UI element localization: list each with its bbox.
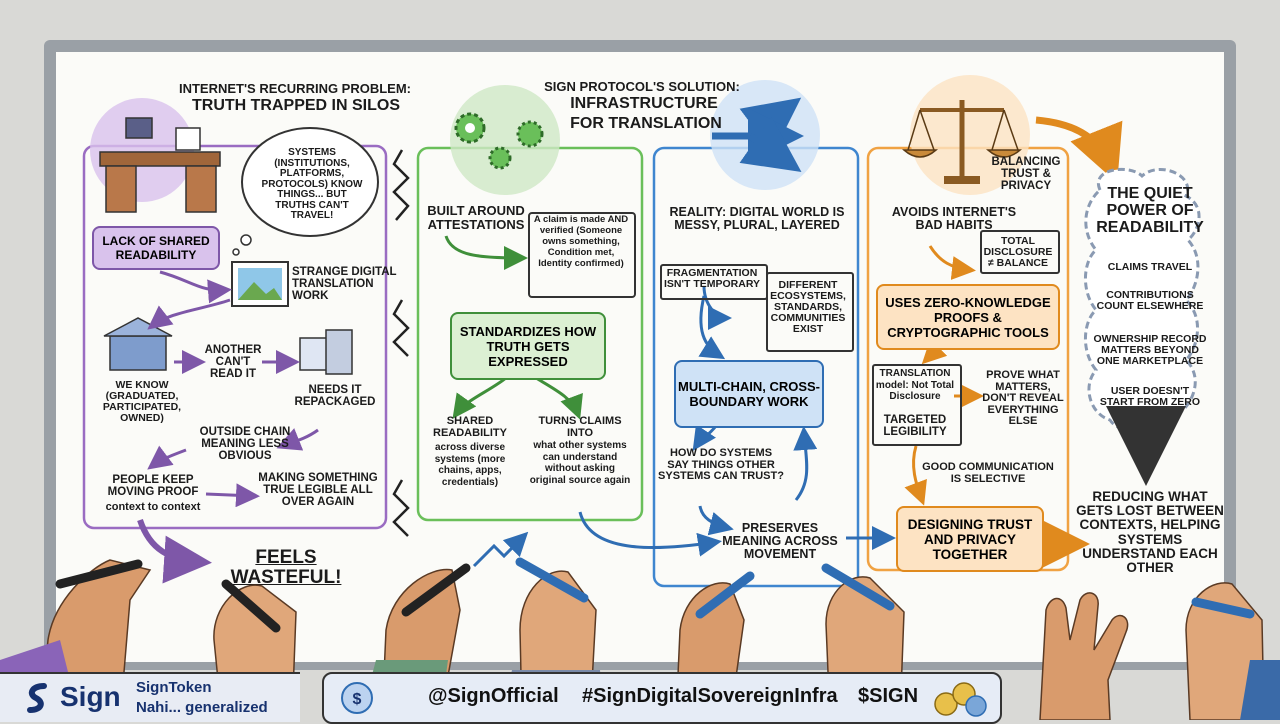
preserves-meaning-text: PRESERVES MEANING ACROSS MOVEMENT [722,521,838,562]
ecosystems-bracket [766,272,854,352]
problem-title-line2: TRUTH TRAPPED IN SILOS [191,97,400,114]
prove-matters-text: PROVE WHAT MATTERS, DON'T REVEAL EVERYTH… [982,369,1064,428]
marker-8 [1191,597,1255,619]
shared-readability-body: across diverse systems (more chains, app… [434,442,506,488]
marker-3 [401,563,471,617]
targeted-legibility-text: TARGETED LEGIBILITY [883,414,947,439]
people-keep-text: PEOPLE KEEP MOVING PROOF [107,474,199,499]
solution-title-line2: INFRASTRUCTURE [570,95,718,112]
server-icon [299,329,353,375]
lack-of-readability-label: LACK OF SHARED READABILITY [92,226,220,270]
outside-chain-text: OUTSIDE CHAIN MEANING LESS OBVIOUS [199,426,291,463]
split-arrow-icon [712,97,804,173]
balancing-text: BALANCING TRUST & PRIVACY [991,156,1061,193]
shared-readability-head: SHARED READABILITY [433,415,507,439]
desk-icon [99,117,221,213]
reducing-loss-text: REDUCING WHAT GETS LOST BETWEEN CONTEXTS… [1076,489,1224,575]
total-disclosure-bracket [980,230,1060,274]
readability-item-2: CONTRIBUTIONS COUNT ELSEWHERE [1096,289,1204,313]
twitter-handle[interactable]: @SignOfficial [428,685,559,707]
token-line-2: Nahi... generalized [136,699,268,716]
readability-item-3: OWNERSHIP RECORD MATTERS BEYOND ONE MARK… [1093,333,1207,368]
needs-repackaged-text: NEEDS IT REPACKAGED [294,384,376,409]
turns-claims-body: what other systems can understand withou… [529,440,631,486]
thought-bubble-shape [241,127,379,237]
how-systems-text: HOW DO SYSTEMS SAY THINGS OTHER SYSTEMS … [658,447,784,483]
marker-2 [221,579,281,633]
zero-knowledge-label: USES ZERO-KNOWLEDGE PROOFS & CRYPTOGRAPH… [876,284,1060,350]
making-legible-text: MAKING SOMETHING TRUE LEGIBLE ALL OVER A… [258,472,378,509]
marker-4 [515,557,589,603]
strange-work-text: STRANGE DIGITAL TRANSLATION WORK [292,266,397,303]
translation-model-text: TRANSLATION model: Not Total Disclosure [875,368,955,402]
hand-7 [1039,592,1129,720]
solution-title-line3: FOR TRANSLATION [570,115,722,132]
scales-icon [902,100,1022,184]
hashtag[interactable]: #SignDigitalSovereignInfra [582,685,838,707]
social-footer: $ @SignOfficial #SignDigitalSovereignInf… [322,672,1002,724]
reality-text: REALITY: DIGITAL WORLD IS MESSY, PLURAL,… [669,205,845,233]
standardizes-label: STANDARDIZES HOW TRUTH GETS EXPRESSED [450,312,606,380]
ticker: $SIGN [858,685,919,707]
problem-column-frame [82,144,388,530]
different-ecosystems-text: DIFFERENT ECOSYSTEMS, STANDARDS, COMMUNI… [770,279,846,336]
feels-wasteful-text: FEELS WASTEFUL! [230,547,342,588]
readability-item-4: USER DOESN'T START FROM ZERO [1099,385,1201,409]
readability-item-1: CLAIMS TRAVEL [1107,261,1193,273]
marker-1 [55,559,143,589]
designing-trust-label: DESIGNING TRUST AND PRIVACY TOGETHER [896,506,1044,572]
good-communication-text: GOOD COMMUNICATION IS SELECTIVE [922,461,1054,485]
token-line-1: SignToken [136,679,212,696]
problem-title-line1: INTERNET'S RECURRING PROBLEM: [178,81,412,96]
brand-footer: Sign SignToken Nahi... generalized [0,672,300,722]
total-disclosure-text: TOTAL DISCLOSURE ≠ BALANCE [983,235,1053,270]
claim-text: A claim is made AND verified (Someone ow… [533,214,629,269]
context-to-context-text: context to context [105,501,201,513]
translation-model-bracket [872,364,962,446]
readability-cloud [1083,167,1201,434]
marker-6 [821,563,895,611]
brand-name: Sign [60,681,121,712]
claim-bracket [528,212,636,298]
gears-icon [454,112,544,170]
marker-5 [695,571,755,619]
another-cant-read-text: ANOTHER CAN'T READ IT [204,344,262,381]
institution-icon [103,317,173,371]
svg-text:$: $ [353,691,362,708]
thought-bubble-text: SYSTEMS (INSTITUTIONS, PLATFORMS, PROTOC… [261,147,363,221]
coin-icon: $ [341,682,373,714]
turns-claims-head: TURNS CLAIMS INTO [538,415,622,439]
coins-stack-icon [934,682,987,717]
we-know-text: WE KNOW (GRADUATED, PARTICIPATED, OWNED) [102,379,182,425]
sign-logo-icon [27,683,47,713]
quiet-power-title: THE QUIET POWER OF READABILITY [1096,185,1204,236]
picture-icon [231,261,289,307]
fragmentation-text: FRAGMENTATION ISN'T TEMPORARY [663,267,761,291]
multichain-label: MULTI-CHAIN, CROSS-BOUNDARY WORK [674,360,824,428]
solution-title-line1: SIGN PROTOCOL'S SOLUTION: [544,79,740,94]
built-around-text: BUILT AROUND ATTESTATIONS [427,203,525,232]
avoids-habits-text: AVOIDS INTERNET'S BAD HABITS [891,205,1017,233]
